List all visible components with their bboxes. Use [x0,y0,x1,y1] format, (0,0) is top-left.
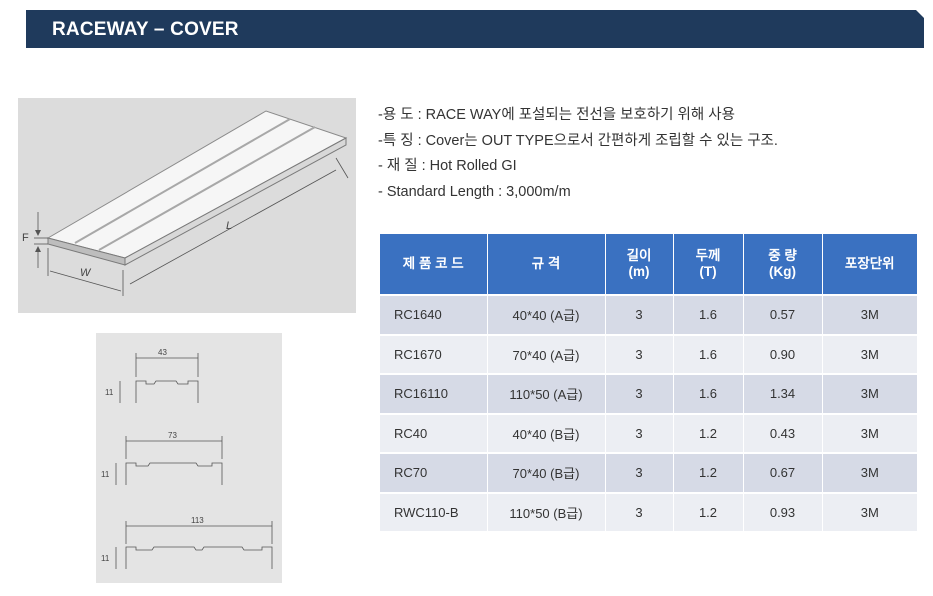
title-banner: RACEWAY – COVER [26,10,924,48]
cell-weight: 0.67 [743,452,823,493]
table-row: RWC110-B 110*50 (B급) 3 1.2 0.93 3M [380,491,917,531]
cell-product-code: RC1640 [380,294,488,335]
cell-spec: 70*40 (B급) [487,452,606,493]
table-row: RC16110 110*50 (A급) 3 1.6 1.34 3M [380,373,917,414]
cell-length: 3 [605,373,674,414]
table-row: RC1640 40*40 (A급) 3 1.6 0.57 3M [380,294,917,335]
cell-thickness: 1.6 [673,294,744,335]
cell-weight: 0.43 [743,412,823,453]
cell-spec: 110*50 (A급) [487,373,606,414]
cell-packing-unit: 3M [822,333,917,374]
dim-label-l: L [226,220,232,232]
cell-spec: 40*40 (B급) [487,412,606,453]
spec-material: - 재 질 : Hot Rolled GI [378,158,517,174]
cell-packing-unit: 3M [822,294,917,335]
col-header-thickness: 두께(T) [673,234,744,295]
table-row: RC70 70*40 (B급) 3 1.2 0.67 3M [380,452,917,493]
spec-list: -용 도 : RACE WAY에 포설되는 전선을 보호하기 위해 사용 -특 … [378,103,778,205]
cell-packing-unit: 3M [822,373,917,414]
profile-height-label: 11 [101,554,110,563]
cell-weight: 0.93 [743,491,823,531]
cell-product-code: RC1670 [380,333,488,374]
cell-thickness: 1.6 [673,373,744,414]
cell-packing-unit: 3M [822,491,917,531]
product-spec-table: 제 품 코 드 규 격 길이(m) 두께(T) 중 량(Kg) 포장단위 RC1… [380,234,917,531]
col-header-packing-unit: 포장단위 [822,234,917,295]
col-header-weight: 중 량(Kg) [743,234,823,295]
cell-thickness: 1.2 [673,412,744,453]
page-title: RACEWAY – COVER [52,19,239,40]
cell-product-code: RWC110-B [380,491,488,531]
spec-usage: -용 도 : RACE WAY에 포설되는 전선을 보호하기 위해 사용 [378,107,735,123]
profile-height-label: 11 [101,470,110,479]
cell-thickness: 1.6 [673,333,744,374]
cell-product-code: RC16110 [380,373,488,414]
spec-feature: -특 징 : Cover는 OUT TYPE으로서 간편하게 조립할 수 있는 … [378,132,778,149]
cell-length: 3 [605,412,674,453]
cross-section-drawings: 43 11 73 11 113 11 [96,333,282,583]
cell-spec: 40*40 (A급) [487,294,606,335]
dim-label-w: W [80,267,92,279]
cell-length: 3 [605,452,674,493]
cell-weight: 0.57 [743,294,823,335]
col-header-length: 길이(m) [605,234,674,295]
dim-label-f: F [22,232,29,244]
cell-thickness: 1.2 [673,452,744,493]
cell-length: 3 [605,294,674,335]
table-row: RC40 40*40 (B급) 3 1.2 0.43 3M [380,412,917,453]
spec-standard-length: - Standard Length : 3,000m/m [378,183,571,200]
profile-drawings: 43 11 73 11 113 11 [101,348,273,569]
banner-corner-notch [916,10,924,18]
table-row: RC1670 70*40 (A급) 3 1.6 0.90 3M [380,333,917,374]
cell-product-code: RC40 [380,412,488,453]
cell-weight: 1.34 [743,373,823,414]
cell-product-code: RC70 [380,452,488,493]
cell-weight: 0.90 [743,333,823,374]
profile-height-label: 11 [105,388,114,397]
cell-spec: 110*50 (B급) [487,491,606,531]
cell-spec: 70*40 (A급) [487,333,606,374]
profile-width-label: 73 [168,431,177,440]
raceway-cover-drawing: F W L [22,110,349,296]
cell-thickness: 1.2 [673,491,744,531]
col-header-product-code: 제 품 코 드 [380,234,488,295]
cell-packing-unit: 3M [822,452,917,493]
cell-packing-unit: 3M [822,412,917,453]
product-illustration: F W L [18,98,356,313]
profile-width-label: 113 [191,516,204,525]
profile-width-label: 43 [158,348,167,357]
table-header-row: 제 품 코 드 규 격 길이(m) 두께(T) 중 량(Kg) 포장단위 [380,234,917,295]
col-header-spec: 규 격 [487,234,606,295]
cell-length: 3 [605,333,674,374]
cell-length: 3 [605,491,674,531]
